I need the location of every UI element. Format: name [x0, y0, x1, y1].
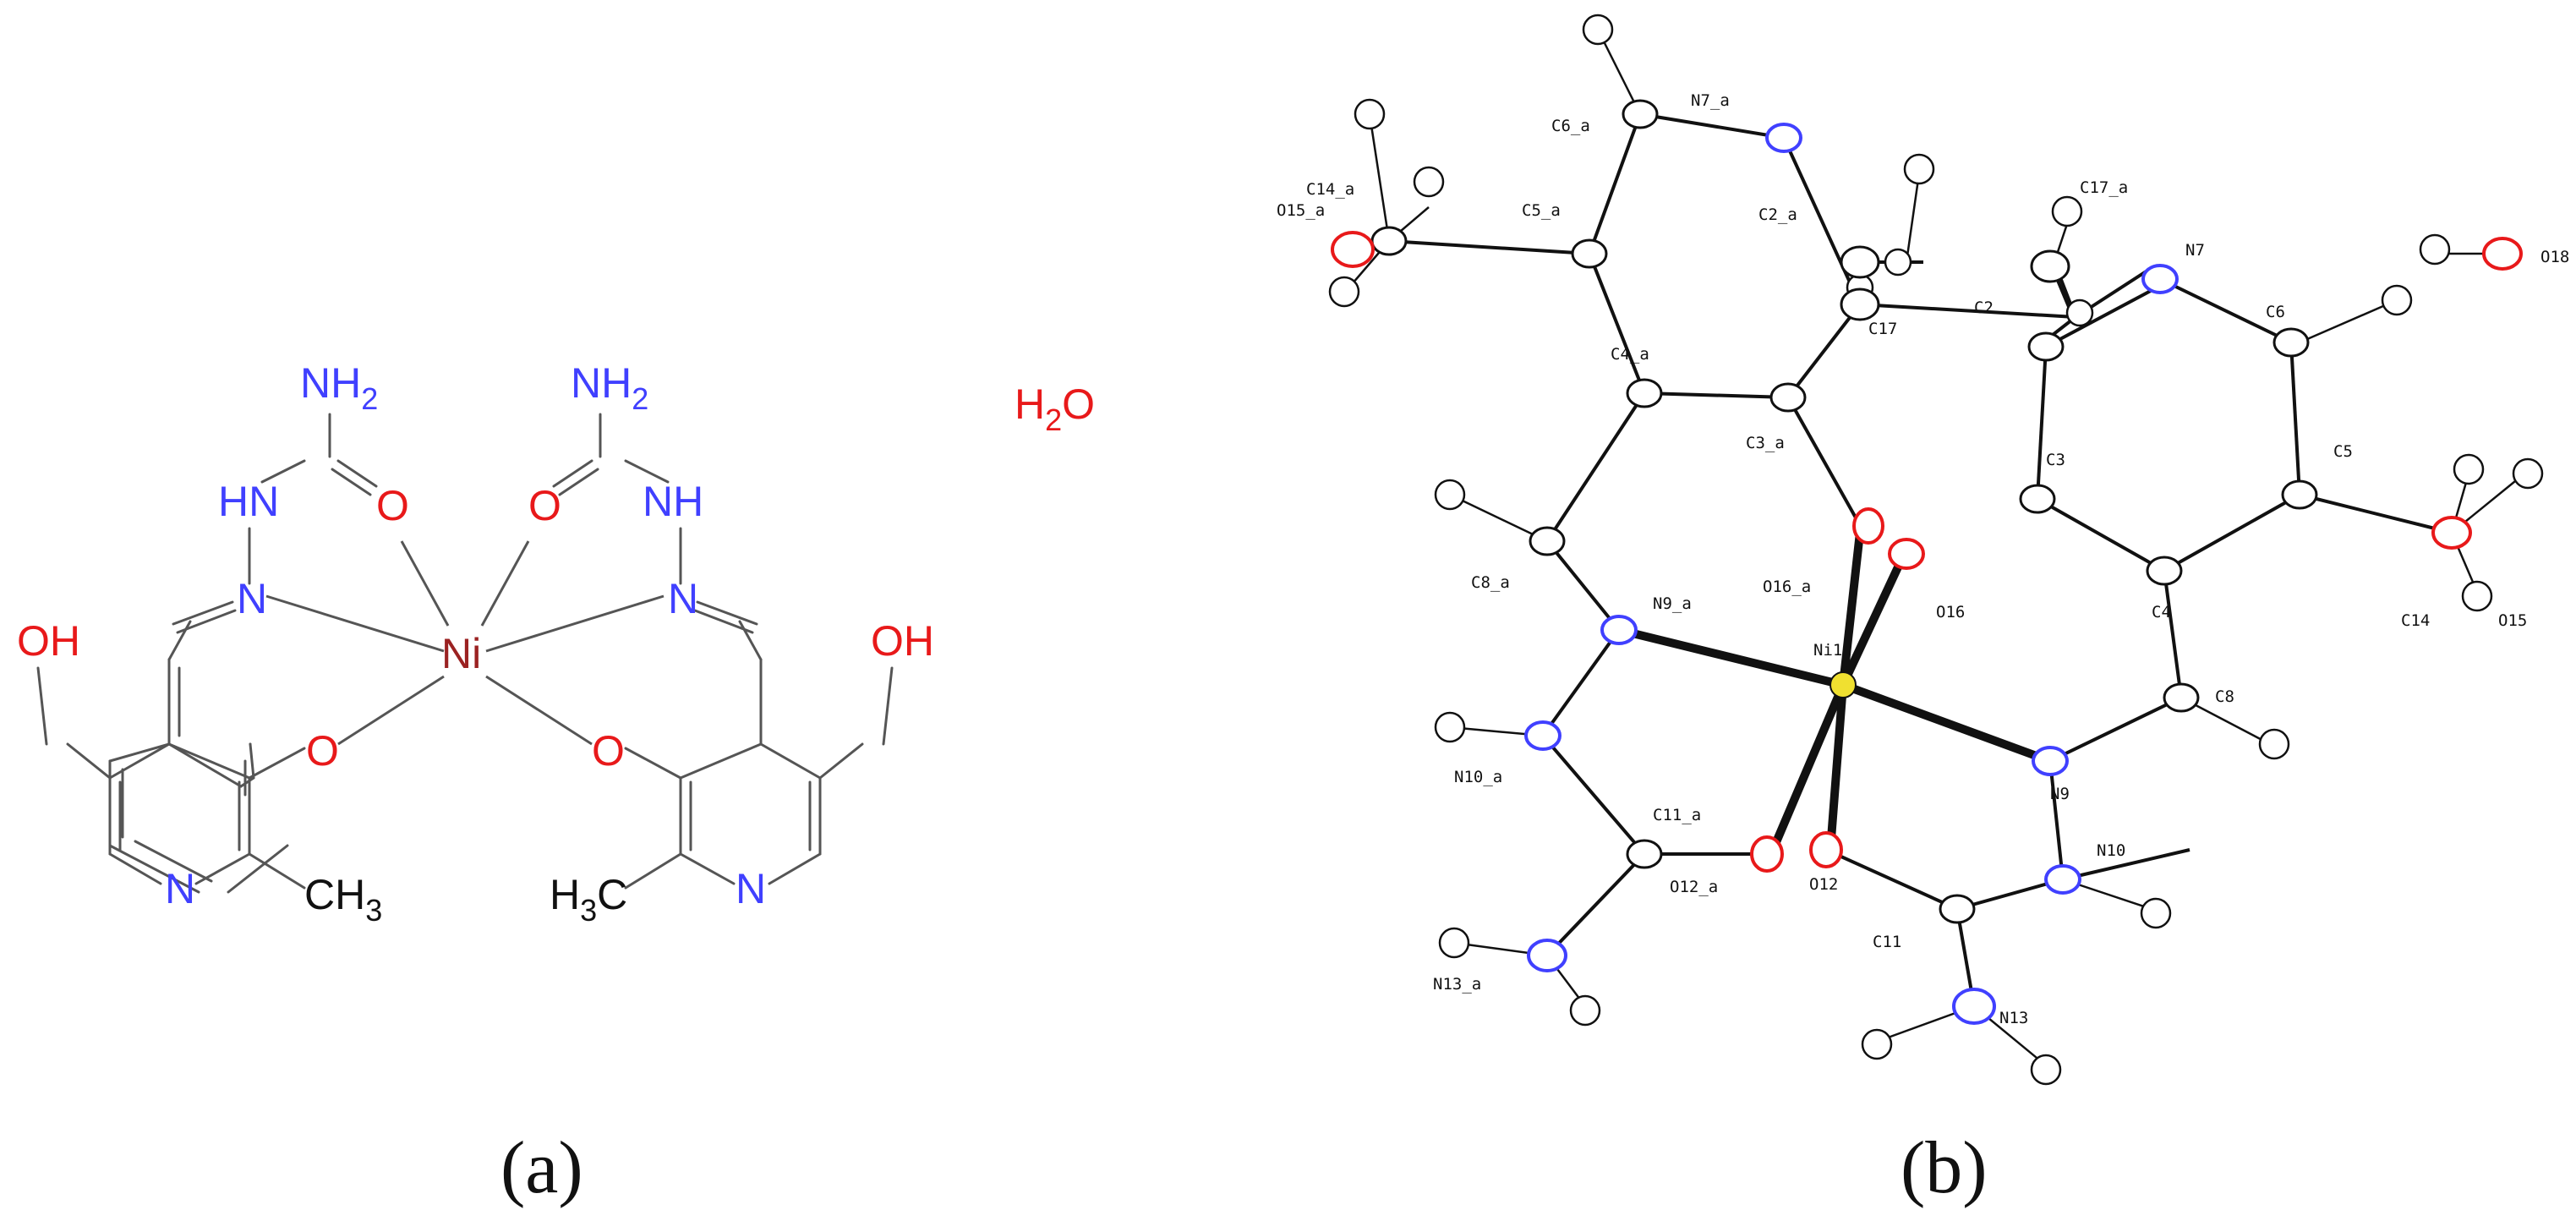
label-C8: C8 [2215, 687, 2234, 706]
label-C17: C17 [1868, 320, 1897, 338]
n-imine-left: N [237, 575, 267, 622]
label-N7: N7 [2185, 241, 2205, 260]
caption-b: (b) [1901, 1127, 1988, 1209]
ortep-oxygens [1331, 231, 2523, 873]
nh-right: NH [643, 478, 703, 525]
label-Ni1: Ni1 [1813, 641, 1842, 660]
label-C11_a: C11_a [1653, 806, 1701, 824]
hn-left: HN [218, 478, 279, 525]
label-O16: O16 [1936, 603, 1965, 621]
ortep-hydrogens [1328, 14, 2544, 1086]
n-imine-right: N [668, 575, 698, 622]
label-N10: N10 [2097, 841, 2125, 860]
panel-a-structure: NH2 HN O N O OH N CH3 NH2 NH O N O OH N … [17, 359, 1095, 1209]
label-O12: O12 [1809, 875, 1838, 894]
label-C14: C14 [2401, 611, 2430, 630]
label-N10_a: N10_a [1454, 768, 1502, 786]
label-N9_a: N9_a [1653, 594, 1692, 613]
label-C17_a: C17_a [2080, 178, 2128, 197]
label-N13_a: N13_a [1433, 975, 1481, 994]
label-C5: C5 [2333, 442, 2353, 461]
nh2-right: NH2 [571, 359, 648, 416]
panel-a-left-labels: NH2 HN O N O OH N CH3 [17, 359, 409, 928]
h3c-right: H3C [550, 871, 627, 928]
o-phenolate-left: O [306, 727, 339, 775]
ortep-labels: N7_a C6_a C14_a O15_a C5_a C2_a C17_a N7… [1277, 91, 2569, 1027]
label-C8_a: C8_a [1471, 573, 1510, 592]
label-N13: N13 [1999, 1009, 2028, 1027]
caption-a: (a) [500, 1127, 583, 1209]
label-N7_a: N7_a [1691, 91, 1730, 110]
ortep-ni-bonds [1617, 532, 2052, 856]
label-C4_a: C4_a [1611, 345, 1649, 364]
label-C11: C11 [1873, 933, 1901, 951]
label-C14_a: C14_a [1306, 180, 1354, 199]
n-ring-left: N [165, 865, 195, 912]
o-carbonyl-left: O [376, 482, 409, 529]
label-C2_a: C2_a [1758, 205, 1797, 224]
label-O15: O15 [2498, 611, 2527, 630]
label-O18: O18 [2540, 248, 2569, 266]
panel-a-coordination-bonds [265, 540, 665, 746]
label-C4: C4 [2152, 603, 2171, 621]
label-C5_a: C5_a [1522, 201, 1561, 220]
label-N9: N9 [2050, 785, 2070, 803]
panel-a-bonds [36, 413, 894, 894]
panel-a-right-labels: NH2 NH O N O OH N H3C [528, 359, 934, 928]
panel-b-ortep: N7_a C6_a C14_a O15_a C5_a C2_a C17_a N7… [1277, 14, 2569, 1209]
ch3-left: CH3 [304, 871, 382, 928]
ortep-carbons [1370, 99, 2470, 924]
n-ring-right: N [736, 865, 766, 912]
label-C3: C3 [2046, 451, 2065, 469]
label-C6: C6 [2266, 303, 2285, 321]
oh-left: OH [17, 617, 80, 665]
nh2-left: NH2 [300, 359, 378, 416]
label-C2: C2 [1974, 298, 1994, 317]
ortep-ni-atom [1829, 671, 1857, 698]
label-C6_a: C6_a [1551, 117, 1590, 135]
o-phenolate-right: O [592, 727, 625, 775]
label-O15_a: O15_a [1277, 201, 1325, 220]
label-O12_a: O12_a [1670, 878, 1718, 896]
oh-right: OH [871, 617, 934, 665]
label-C3_a: C3_a [1746, 434, 1785, 452]
o-carbonyl-right: O [528, 482, 561, 529]
ortep-nitrogens [1524, 123, 2179, 1025]
nickel-label: Ni [441, 630, 481, 677]
water-label: H2O [1015, 381, 1095, 437]
label-O16_a: O16_a [1763, 578, 1811, 596]
